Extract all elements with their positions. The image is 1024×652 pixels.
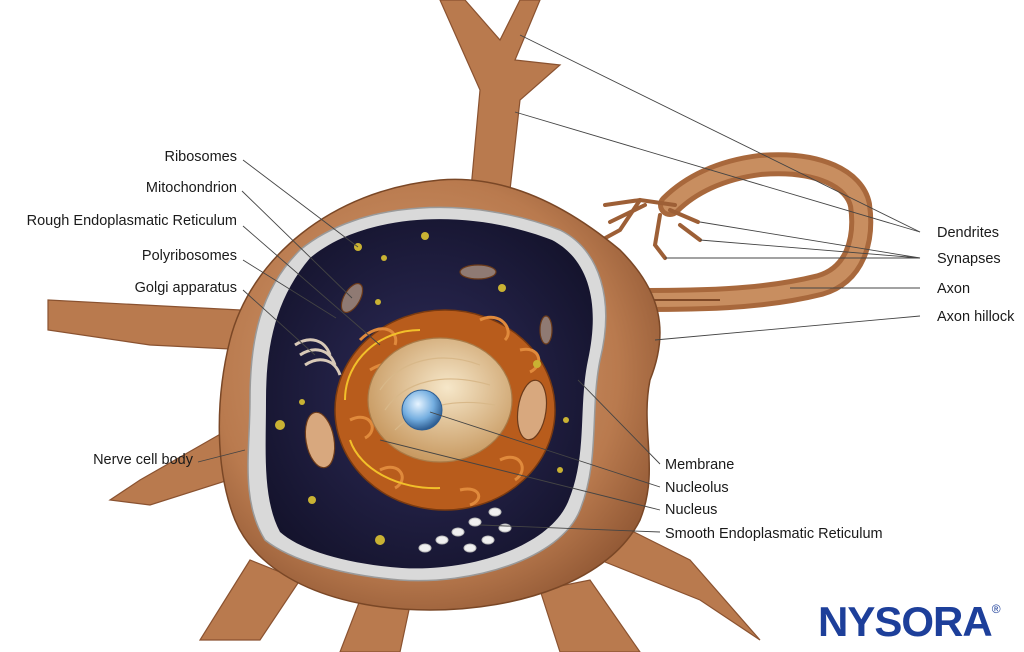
label-rough-er: Rough Endoplasmatic Reticulum bbox=[26, 213, 237, 229]
logo-text: NYSORA bbox=[818, 598, 993, 645]
label-polyribosomes: Polyribosomes bbox=[141, 248, 237, 264]
label-mitochondrion: Mitochondrion bbox=[145, 180, 237, 196]
nucleolus-shape bbox=[401, 389, 443, 431]
label-synapses: Synapses bbox=[937, 251, 1001, 267]
mitochondria bbox=[304, 264, 553, 469]
label-golgi-apparatus: Golgi apparatus bbox=[134, 280, 237, 296]
label-nucleus: Nucleus bbox=[665, 502, 718, 518]
label-nerve-cell-body: Nerve cell body bbox=[93, 452, 193, 468]
label-dendrites: Dendrites bbox=[937, 225, 1000, 241]
label-axon-hillock: Axon hillock bbox=[937, 309, 1015, 325]
label-axon: Axon bbox=[937, 281, 971, 297]
ribosome-dots bbox=[275, 232, 569, 545]
axon-terminals bbox=[596, 197, 702, 260]
label-membrane: Membrane bbox=[665, 457, 735, 473]
label-ribosomes: Ribosomes bbox=[164, 149, 237, 165]
leader-lines bbox=[197, 34, 921, 533]
nucleus-shape bbox=[367, 337, 513, 463]
golgi-shape bbox=[294, 338, 342, 376]
label-smooth-er: Smooth Endoplasmatic Reticulum bbox=[665, 526, 883, 542]
label-nucleolus: Nucleolus bbox=[665, 480, 729, 496]
registered-mark: ® bbox=[991, 602, 1001, 616]
nysora-logo: NYSORA® bbox=[818, 598, 1001, 646]
